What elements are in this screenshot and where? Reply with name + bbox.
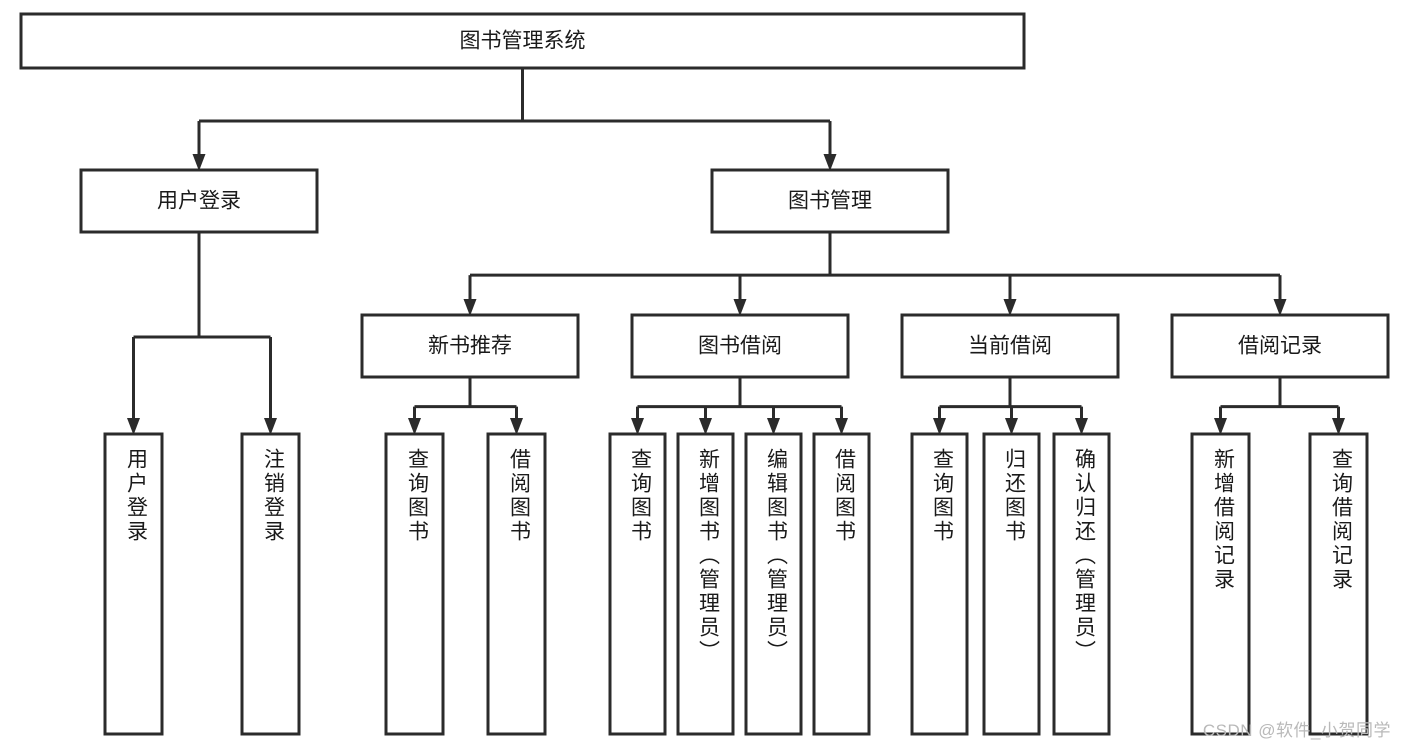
node-box-leaf-rec-query-record[interactable] [1308, 432, 1369, 736]
node-box-current-borrow[interactable] [900, 313, 1120, 379]
node-label-borrow-record: 借阅记录 [1238, 335, 1322, 358]
arrow-head-icon [699, 418, 712, 435]
node-box-leaf-borrow-edit-book[interactable] [744, 432, 803, 736]
arrow-head-icon [463, 299, 477, 316]
arrow-head-icon [510, 418, 523, 435]
node-box-leaf-cur-confirm-return[interactable] [1052, 432, 1111, 736]
arrow-head-icon [1273, 299, 1287, 316]
arrow-head-icon [1003, 299, 1017, 316]
node-box-leaf-rec-query-book[interactable] [384, 432, 445, 736]
node-box-book-borrow[interactable] [630, 313, 850, 379]
node-label-new-book-rec: 新书推荐 [428, 335, 512, 358]
node-label-root: 图书管理系统 [460, 30, 586, 53]
boxes-layer [19, 12, 1390, 736]
node-label-book-manage: 图书管理 [788, 190, 872, 213]
arrow-head-icon [1005, 418, 1018, 435]
arrow-head-icon [408, 418, 421, 435]
node-box-leaf-borrow-borrow-book[interactable] [812, 432, 871, 736]
node-box-new-book-rec[interactable] [360, 313, 580, 379]
arrow-head-icon [835, 418, 848, 435]
arrow-head-icon [192, 154, 206, 171]
node-box-leaf-borrow-add-book[interactable] [676, 432, 735, 736]
node-box-leaf-user-login[interactable] [103, 432, 164, 736]
node-box-user-login[interactable] [79, 168, 319, 234]
watermark-text: CSDN @软件_小贺同学 [1202, 721, 1391, 740]
arrow-head-icon [1075, 418, 1088, 435]
node-box-leaf-cur-query-book[interactable] [910, 432, 969, 736]
node-label-current-borrow: 当前借阅 [968, 335, 1052, 358]
node-box-leaf-rec-add-record[interactable] [1190, 432, 1251, 736]
edges-layer [127, 68, 1345, 435]
node-box-leaf-user-logout[interactable] [240, 432, 301, 736]
arrow-head-icon [733, 299, 747, 316]
arrow-head-icon [1332, 418, 1345, 435]
node-box-book-manage[interactable] [710, 168, 950, 234]
node-box-root[interactable] [19, 12, 1026, 70]
node-box-leaf-cur-return-book[interactable] [982, 432, 1041, 736]
arrow-head-icon [823, 154, 837, 171]
node-label-user-login: 用户登录 [157, 190, 241, 213]
arrow-head-icon [767, 418, 780, 435]
arrow-head-icon [933, 418, 946, 435]
node-label-book-borrow: 图书借阅 [698, 335, 782, 358]
arrow-head-icon [631, 418, 644, 435]
node-box-borrow-record[interactable] [1170, 313, 1390, 379]
arrow-head-icon [127, 418, 140, 435]
arrow-head-icon [1214, 418, 1227, 435]
node-box-leaf-rec-borrow-book[interactable] [486, 432, 547, 736]
arrow-head-icon [264, 418, 277, 435]
node-box-leaf-borrow-query-book[interactable] [608, 432, 667, 736]
